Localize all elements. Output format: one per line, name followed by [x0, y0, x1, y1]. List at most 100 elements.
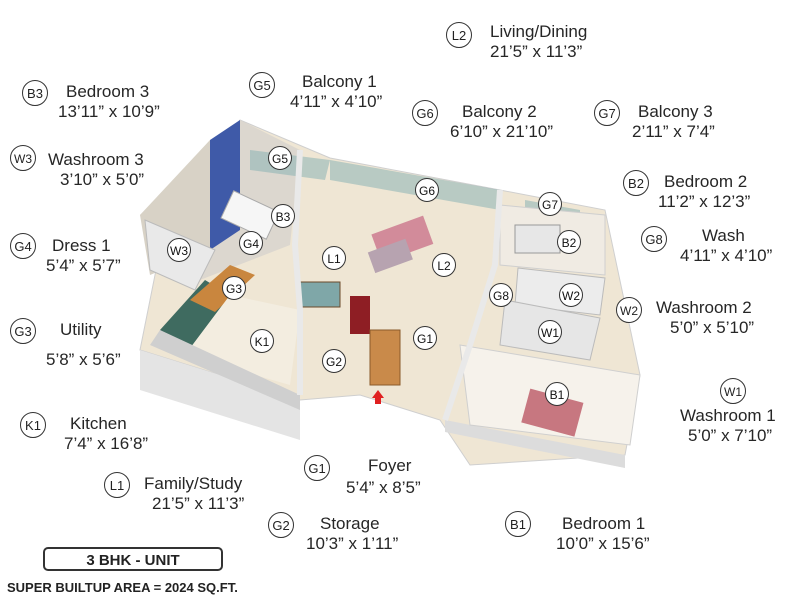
- legend-code-badge: B3: [22, 80, 48, 106]
- legend-code-badge: G7: [594, 100, 620, 126]
- accent-wall: [210, 120, 240, 250]
- legend-code-badge: G8: [641, 226, 667, 252]
- room-size: 5’0” x 7’10”: [688, 426, 773, 445]
- room-size: 5’4” x 5’7”: [46, 256, 121, 275]
- legend-washroom-2: Washroom 2 5’0” x 5’10”: [656, 298, 754, 338]
- bed-2: [514, 224, 561, 254]
- cabinet-red: [350, 296, 370, 334]
- legend-family-study: Family/Study 21’5” x 11’3”: [144, 474, 244, 514]
- super-builtup-area: SUPER BUILTUP AREA = 2024 SQ.FT.: [7, 580, 238, 595]
- legend-code-badge: W2: [616, 297, 642, 323]
- unit-title: 3 BHK - UNIT: [43, 547, 223, 571]
- plan-badge: G3: [222, 276, 246, 300]
- room-size: 3’10” x 5’0”: [60, 170, 145, 189]
- entry-marker-stem: [375, 398, 381, 404]
- room-size: 21’5” x 11’3”: [490, 42, 583, 61]
- room-name: Bedroom 2: [664, 172, 748, 191]
- outer-wall-bottom-right: [445, 420, 625, 468]
- legend-code-badge: G6: [412, 100, 438, 126]
- plan-badge: L2: [432, 253, 456, 277]
- legend-code-badge: L1: [104, 472, 130, 498]
- legend-balcony-2: Balcony 2 6’10” x 21’10”: [450, 102, 553, 142]
- plan-badge: G8: [489, 283, 513, 307]
- plan-badge: G4: [239, 231, 263, 255]
- room-size: 21’5” x 11’3”: [152, 494, 245, 513]
- room-name: Kitchen: [70, 414, 127, 433]
- entry-marker: [372, 390, 384, 398]
- room-name: Living/Dining: [490, 22, 588, 41]
- plan-badge: L1: [322, 246, 346, 270]
- plan-badge: W3: [167, 238, 191, 262]
- plan-badge: B3: [271, 204, 295, 228]
- plan-badge: G5: [268, 146, 292, 170]
- room-name: Bedroom 1: [562, 514, 646, 533]
- legend-washroom-3: Washroom 3 3’10” x 5’0”: [48, 150, 144, 190]
- room-size: 5’4” x 8’5”: [346, 478, 421, 497]
- room-name: Balcony 3: [638, 102, 713, 121]
- room-name: Wash: [702, 226, 745, 245]
- legend-storage: Storage 10’3” x 1’11”: [306, 514, 398, 554]
- legend-bedroom-3: Bedroom 3 13’11” x 10’9”: [58, 82, 160, 122]
- legend-code-badge: W3: [10, 145, 36, 171]
- plan-badge: W1: [538, 320, 562, 344]
- plan-badge: B2: [557, 230, 581, 254]
- room-name: Foyer: [368, 456, 412, 475]
- plan-badge: G7: [538, 192, 562, 216]
- room-size: 5’8” x 5’6”: [46, 350, 121, 369]
- legend-balcony-3: Balcony 3 2’11” x 7’4”: [632, 102, 715, 142]
- plan-badge: G2: [322, 349, 346, 373]
- plan-badge: W2: [559, 283, 583, 307]
- plan-badge: G6: [415, 178, 439, 202]
- room-size: 2’11” x 7’4”: [632, 122, 715, 141]
- outer-wall-left: [140, 350, 300, 440]
- legend-code-badge: W1: [720, 378, 746, 404]
- plan-badge: B1: [545, 382, 569, 406]
- legend-code-badge: G3: [10, 318, 36, 344]
- legend-code-badge: L2: [446, 22, 472, 48]
- room-name: Washroom 2: [656, 298, 752, 317]
- legend-code-badge: K1: [20, 412, 46, 438]
- room-name: Balcony 1: [302, 72, 377, 91]
- room-name: Washroom 1: [680, 406, 776, 425]
- legend-code-badge: B2: [623, 170, 649, 196]
- kitchen-wall: [150, 330, 300, 410]
- inner-walls: [291, 149, 303, 395]
- bed-3: [220, 190, 280, 240]
- legend-balcony-1: Balcony 1 4’11” x 4’10”: [290, 72, 382, 112]
- legend-living-dining: Living/Dining 21’5” x 11’3”: [490, 22, 587, 62]
- legend-code-badge: G5: [249, 72, 275, 98]
- bed-1: [521, 388, 584, 437]
- room-size: 7’4” x 16’8”: [64, 434, 149, 453]
- room-name: Family/Study: [144, 474, 243, 493]
- legend-foyer: Foyer 5’4” x 8’5”: [346, 456, 421, 498]
- dining-table: [299, 281, 341, 308]
- legend-code-badge: B1: [505, 511, 531, 537]
- room-size: 11’2” x 12’3”: [658, 192, 751, 211]
- room-name: Washroom 3: [48, 150, 144, 169]
- room-size: 10’3” x 1’11”: [306, 534, 399, 553]
- room-name: Balcony 2: [462, 102, 537, 121]
- room-name: Dress 1: [52, 236, 111, 255]
- rug: [367, 238, 413, 274]
- legend-code-badge: G1: [304, 455, 330, 481]
- legend-code-badge: G4: [10, 233, 36, 259]
- legend-washroom-1: Washroom 1 5’0” x 7’10”: [680, 406, 776, 446]
- room-size: 4’11” x 4’10”: [290, 92, 383, 111]
- room-size: 4’11” x 4’10”: [680, 246, 773, 265]
- plan-badge: K1: [250, 329, 274, 353]
- foyer-door: [369, 329, 401, 386]
- legend-bedroom-2: Bedroom 2 11’2” x 12’3”: [658, 172, 750, 212]
- legend-bedroom-1: Bedroom 1 10’0” x 15’6”: [556, 514, 650, 554]
- legend-code-badge: G2: [268, 512, 294, 538]
- legend-utility: Utility 5’8” x 5’6”: [46, 320, 121, 370]
- legend-wash: Wash 4’11” x 4’10”: [680, 226, 772, 266]
- room-size: 10’0” x 15’6”: [556, 534, 650, 553]
- legend-kitchen: Kitchen 7’4” x 16’8”: [64, 414, 148, 454]
- room-size: 6’10” x 21’10”: [450, 122, 554, 141]
- room-name: Utility: [60, 320, 102, 339]
- room-name: Storage: [320, 514, 380, 533]
- room-size: 13’11” x 10’9”: [58, 102, 160, 121]
- inner-walls-right: [442, 189, 503, 421]
- legend-dress-1: Dress 1 5’4” x 5’7”: [46, 236, 121, 276]
